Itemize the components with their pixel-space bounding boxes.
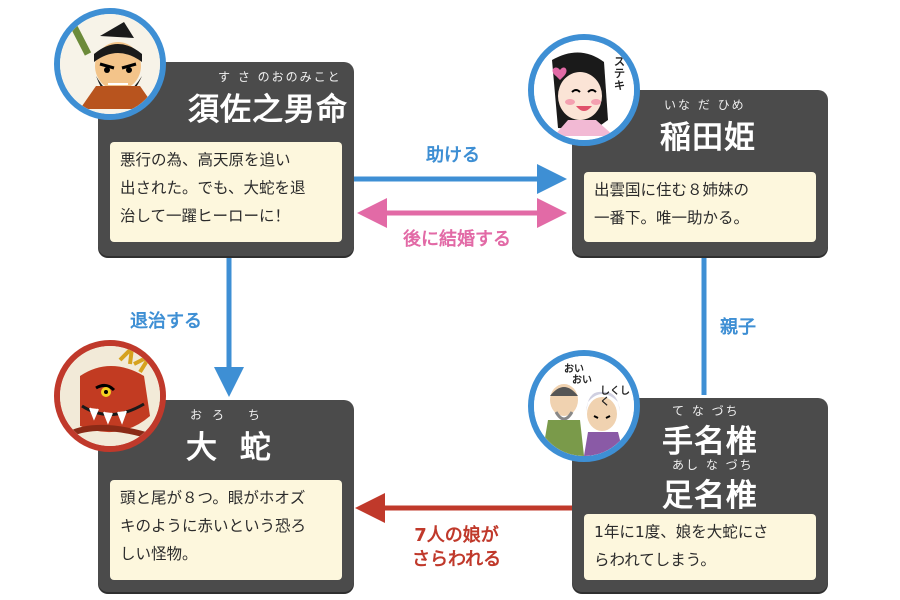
tenazuchi-name: 手名椎 xyxy=(662,424,758,460)
susanoo-ruby: す さ のおのみこと xyxy=(218,70,342,84)
ashinazuchi-name: 足名椎 xyxy=(662,478,758,514)
relation-help-label: 助ける xyxy=(426,145,480,166)
orochi-desc-line: キのように赤いという恐ろ xyxy=(120,517,307,535)
relation-kidnap-label: 7人の娘が さらわれる xyxy=(412,524,501,572)
inada-ruby: いな だ ひめ xyxy=(664,98,746,112)
card-inada: いな だ ひめ 稲田姫 出雲国に住む８姉妹の 一番下。唯一助かる。 xyxy=(572,90,828,256)
orochi-desc: 頭と尾が８つ。眼がホオズ キのように赤いという恐ろ しい怪物。 xyxy=(110,480,342,580)
inada-desc-line: 一番下。唯一助かる。 xyxy=(594,209,750,227)
parents-desc-line: 1年に1度、娘を大蛇にさ xyxy=(594,523,769,541)
parents-desc-line: らわれてしまう。 xyxy=(594,551,716,569)
kidnap-line-1: 7人の娘が xyxy=(414,525,499,546)
susanoo-desc-line: 悪行の為、高天原を追い xyxy=(120,151,291,169)
dragon-face-icon xyxy=(60,346,160,446)
kidnap-line-2: さらわれる xyxy=(412,549,502,570)
tenazuchi-ruby: て な づち xyxy=(672,404,740,418)
ashinazuchi-ruby: あし な づち xyxy=(672,458,754,472)
orochi-desc-line: しい怪物。 xyxy=(120,545,198,563)
susanoo-desc-line: 治して一躍ヒーローに！ xyxy=(120,207,291,225)
parents-avatar-text: おい おい しくしく xyxy=(564,364,634,408)
parents-avatar: おい おい しくしく xyxy=(528,350,640,462)
relation-parent-label: 親子 xyxy=(720,317,756,338)
orochi-desc-line: 頭と尾が８つ。眼がホオズ xyxy=(120,489,306,507)
relation-defeat-label: 退治する xyxy=(130,311,202,332)
susanoo-desc: 悪行の為、高天原を追い 出された。でも、大蛇を退 治して一躍ヒーローに！ xyxy=(110,142,342,242)
parents-avatar-text-line: おい xyxy=(572,375,592,386)
susanoo-name: 須佐之男命 xyxy=(188,92,348,128)
relation-marry-label: 後に結婚する xyxy=(403,229,511,250)
inada-desc: 出雲国に住む８姉妹の 一番下。唯一助かる。 xyxy=(584,172,816,242)
orochi-name: 大 蛇 xyxy=(186,430,277,466)
inada-desc-line: 出雲国に住む８姉妹の xyxy=(594,181,750,199)
parents-desc: 1年に1度、娘を大蛇にさ らわれてしまう。 xyxy=(584,514,816,580)
orochi-ruby: おろ ち xyxy=(190,408,270,422)
susanoo-desc-line: 出された。でも、大蛇を退 xyxy=(120,179,306,197)
orochi-avatar xyxy=(54,340,166,452)
princess-face-icon xyxy=(534,40,634,140)
warrior-face-icon xyxy=(60,14,160,114)
inada-avatar-text: ステキ xyxy=(614,55,625,92)
susanoo-avatar xyxy=(54,8,166,120)
inada-avatar: ステキ xyxy=(528,34,640,146)
parents-avatar-text-line: おい xyxy=(564,364,584,375)
inada-name: 稲田姫 xyxy=(660,120,756,156)
parents-avatar-text-line: しくしく xyxy=(600,386,630,408)
